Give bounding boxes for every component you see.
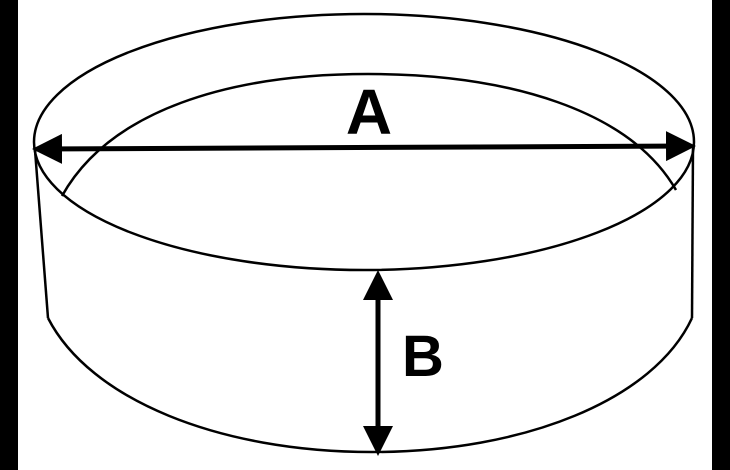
label-b: B [402, 324, 444, 389]
cylinder-left-wall [33, 149, 50, 319]
cylinder-inner-rim [60, 72, 678, 197]
dimension-arrow-a [32, 131, 696, 164]
label-a: A [346, 76, 392, 148]
cylinder-right-wall [690, 145, 695, 319]
cylinder-bottom-arc [46, 317, 694, 454]
